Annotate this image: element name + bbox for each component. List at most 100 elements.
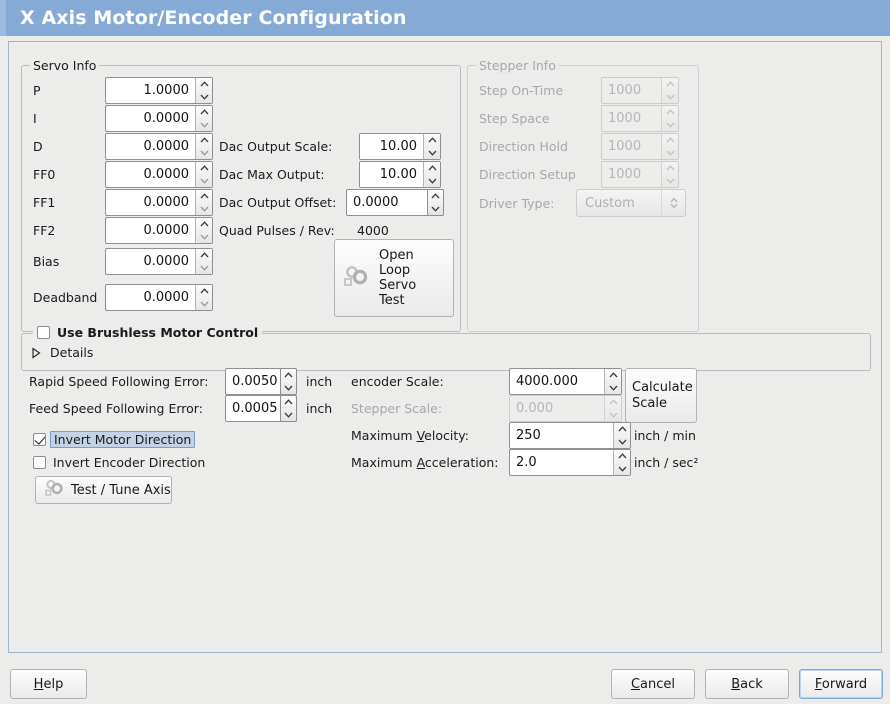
chevron-up-icon[interactable] — [196, 285, 212, 298]
chevron-down-icon[interactable] — [196, 147, 212, 160]
chevron-down-icon[interactable] — [424, 147, 440, 160]
triangle-right-icon[interactable] — [31, 346, 41, 359]
chevron-down-icon — [662, 119, 678, 132]
servo-deadband-stepper[interactable] — [195, 285, 212, 310]
chevron-down-icon[interactable] — [281, 409, 296, 422]
help-button[interactable]: Help — [10, 669, 87, 699]
dac-max-output-label: Dac Max Output: — [219, 167, 325, 182]
chevron-down-icon[interactable] — [428, 203, 443, 216]
chevron-up-icon[interactable] — [614, 423, 630, 436]
checkbox-box[interactable] — [33, 433, 46, 446]
use-brushless-motor-control-checkbox[interactable]: Use Brushless Motor Control — [33, 325, 263, 340]
checkbox-box[interactable] — [33, 456, 46, 469]
chevron-down-icon[interactable] — [614, 436, 630, 449]
chevron-up-icon[interactable] — [281, 396, 296, 409]
dac-max-output-stepper[interactable] — [423, 162, 440, 187]
servo-ff1-value: 0.0000 — [143, 195, 190, 210]
dac-output-offset-spinner[interactable]: 0.0000 — [346, 189, 444, 216]
servo-i-spinner[interactable]: 0.0000 — [105, 105, 213, 132]
checkbox-box[interactable] — [37, 326, 50, 339]
calculate-scale-button[interactable]: Calculate Scale — [625, 368, 697, 423]
servo-ff1-spinner[interactable]: 0.0000 — [105, 189, 213, 216]
brushless-motor-group — [21, 333, 871, 371]
chevron-up-icon[interactable] — [196, 249, 212, 262]
encoder-scale-spinner[interactable]: 4000.000 — [509, 368, 622, 395]
servo-bias-stepper[interactable] — [195, 249, 212, 274]
servo-label-ff0: FF0 — [33, 167, 56, 182]
rapid-speed-stepper[interactable] — [280, 368, 297, 395]
cancel-label: Cancel — [631, 677, 675, 692]
chevron-up-icon[interactable] — [196, 134, 212, 147]
chevron-down-icon[interactable] — [196, 231, 212, 244]
chevron-down-icon[interactable] — [196, 262, 212, 275]
maximum-acceleration-stepper[interactable] — [613, 450, 630, 475]
chevron-down-icon[interactable] — [196, 203, 212, 216]
dac-max-output-value: 10.00 — [379, 167, 417, 182]
servo-ff2-spinner[interactable]: 0.0000 — [105, 217, 213, 244]
help-mnemonic: H — [33, 676, 44, 692]
servo-i-stepper[interactable] — [195, 106, 212, 131]
chevron-up-icon — [605, 396, 621, 409]
cancel-button[interactable]: Cancel — [611, 669, 695, 699]
dac-output-scale-spinner[interactable]: 10.00 — [359, 133, 441, 160]
chevron-down-icon[interactable] — [281, 382, 296, 395]
servo-deadband-value: 0.0000 — [143, 290, 190, 305]
servo-p-stepper[interactable] — [195, 78, 212, 103]
maximum-velocity-stepper[interactable] — [613, 423, 630, 448]
chevron-up-icon[interactable] — [196, 218, 212, 231]
servo-ff1-stepper[interactable] — [195, 190, 212, 215]
chevron-down-icon[interactable] — [196, 175, 212, 188]
servo-ff2-stepper[interactable] — [195, 218, 212, 243]
chevron-up-icon[interactable] — [614, 450, 630, 463]
chevron-down-icon[interactable] — [605, 382, 621, 395]
driver-type-select: Custom — [576, 189, 686, 217]
invert-encoder-direction-checkbox[interactable]: Invert Encoder Direction — [33, 455, 205, 470]
chevron-up-icon[interactable] — [196, 106, 212, 119]
servo-p-spinner[interactable]: 1.0000 — [105, 77, 213, 104]
encoder-scale-stepper[interactable] — [604, 369, 621, 394]
chevron-down-icon[interactable] — [196, 91, 212, 104]
servo-bias-spinner[interactable]: 0.0000 — [105, 248, 213, 275]
chevron-up-icon[interactable] — [428, 190, 443, 203]
dac-output-scale-stepper[interactable] — [423, 134, 440, 159]
step-on-time-stepper — [661, 78, 678, 103]
cancel-label-post: ancel — [640, 676, 676, 692]
chevron-up-icon[interactable] — [424, 134, 440, 147]
invert-motor-direction-checkbox[interactable]: Invert Motor Direction — [33, 431, 196, 448]
direction-setup-label: Direction Setup — [479, 167, 576, 182]
back-button[interactable]: Back — [705, 669, 789, 699]
rapid-speed-following-error-spinner[interactable]: 0.0050 — [225, 368, 297, 395]
details-expander[interactable]: Details — [31, 345, 93, 360]
stepper-scale-value: 0.000 — [516, 401, 554, 416]
chevron-down-icon[interactable] — [614, 463, 630, 476]
forward-button[interactable]: Forward — [799, 669, 883, 699]
chevron-down-icon[interactable] — [196, 119, 212, 132]
chevron-up-icon[interactable] — [196, 162, 212, 175]
chevron-up-icon[interactable] — [605, 369, 621, 382]
dac-output-scale-value: 10.00 — [379, 139, 417, 154]
servo-ff0-spinner[interactable]: 0.0000 — [105, 161, 213, 188]
stepper-info-legend: Stepper Info — [476, 58, 559, 73]
servo-d-spinner[interactable]: 0.0000 — [105, 133, 213, 160]
chevron-up-icon[interactable] — [281, 369, 296, 382]
chevron-up-icon[interactable] — [196, 78, 212, 91]
maximum-velocity-spinner[interactable]: 250 — [509, 422, 631, 449]
dac-output-offset-stepper[interactable] — [427, 189, 444, 216]
maximum-acceleration-spinner[interactable]: 2.0 — [509, 449, 631, 476]
chevron-down-icon[interactable] — [424, 175, 440, 188]
feed-speed-following-error-spinner[interactable]: 0.0005 — [225, 395, 297, 422]
chevron-up-icon[interactable] — [196, 190, 212, 203]
open-loop-servo-test-button[interactable]: Open Loop Servo Test — [334, 239, 454, 317]
servo-info-legend: Servo Info — [30, 58, 100, 73]
cancel-mnemonic: C — [630, 676, 641, 692]
chevron-up-icon[interactable] — [424, 162, 440, 175]
chevron-down-icon[interactable] — [196, 298, 212, 311]
servo-ff0-stepper[interactable] — [195, 162, 212, 187]
step-on-time-value: 1000 — [608, 83, 642, 98]
servo-deadband-spinner[interactable]: 0.0000 — [105, 284, 213, 311]
servo-d-stepper[interactable] — [195, 134, 212, 159]
dac-max-output-spinner[interactable]: 10.00 — [359, 161, 441, 188]
feed-speed-stepper[interactable] — [280, 395, 297, 422]
test-tune-axis-button[interactable]: Test / Tune Axis — [35, 476, 172, 504]
page-title: X Axis Motor/Encoder Configuration — [20, 7, 407, 29]
